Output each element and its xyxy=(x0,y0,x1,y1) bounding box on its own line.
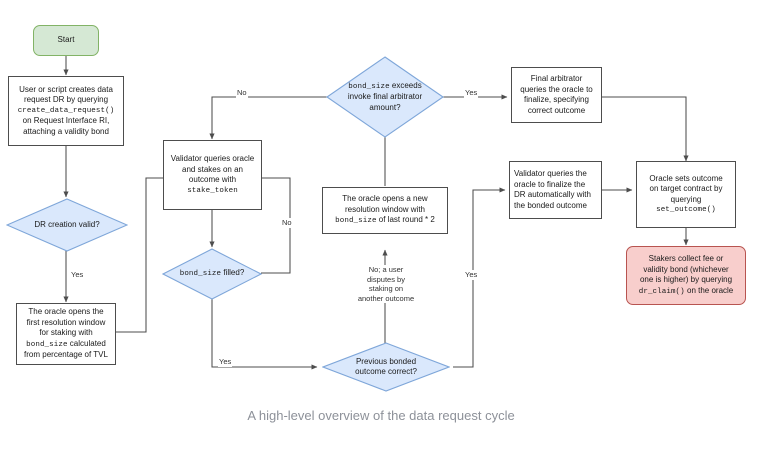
final-arbitrator-line3: finalize, specifying xyxy=(524,95,589,104)
create-request-line4: attaching a validity bond xyxy=(23,126,109,136)
final-arbitrator-line4: correct outcome xyxy=(527,105,586,115)
node-dr-creation-valid[interactable]: DR creation valid? xyxy=(6,198,128,252)
figure-caption: A high-level overview of the data reques… xyxy=(247,408,515,423)
validator-finalize-line4: the bonded outcome xyxy=(514,200,587,210)
node-previous-bonded-outcome-correct[interactable]: Previous bonded outcome correct? xyxy=(322,342,450,392)
edge-label-prev-bonded-yes: Yes xyxy=(464,270,479,280)
first-window-line3: for staking with xyxy=(39,328,93,338)
new-window-line1: The oracle opens a new xyxy=(342,194,428,204)
set-outcome-line2: on target contract by xyxy=(649,184,723,193)
set-outcome-line3: querying xyxy=(670,194,702,204)
first-window-line5: from percentage of TVL xyxy=(24,350,108,360)
node-create-data-request[interactable]: User or script creates data request DR b… xyxy=(8,76,124,146)
validator-finalize-line1: Validator queries the xyxy=(514,169,587,178)
stakers-collect-line4: on the oracle xyxy=(684,285,734,295)
node-start[interactable]: Start xyxy=(33,25,99,56)
bond-exceeds-line3: amount? xyxy=(369,102,401,112)
final-arbitrator-line2: queries the oracle to xyxy=(520,84,593,94)
node-start-label: Start xyxy=(57,35,75,45)
final-arbitrator-line1: Final arbitrator xyxy=(530,74,583,83)
validator-stakes-line3: outcome with xyxy=(188,175,237,184)
diamond-shape xyxy=(6,198,128,252)
prev-bonded-no-line1: No; a user xyxy=(368,265,404,274)
new-window-code: bond_size xyxy=(335,217,377,226)
new-window-line3: of last round * 2 xyxy=(376,215,435,225)
stakers-collect-line1: Stakers collect fee or xyxy=(648,254,724,263)
bond-exceeds-line2: invoke final arbitrator xyxy=(347,92,423,102)
validator-finalize-line2: oracle to finalize the xyxy=(514,179,586,189)
edge-label-dr-valid-yes: Yes xyxy=(70,270,85,280)
bond-exceeds-line1: exceeds xyxy=(389,80,422,90)
prev-bonded-line2: outcome correct? xyxy=(355,367,417,376)
bond-filled-label: filled? xyxy=(221,268,245,278)
edge-label-bond-filled-yes: Yes xyxy=(218,357,233,367)
create-request-line1: User or script creates data xyxy=(19,84,113,94)
set-outcome-code: set_outcome() xyxy=(656,206,716,214)
set-outcome-line1: Oracle sets outcome xyxy=(649,173,723,183)
create-request-line3: on Request Interface RI, xyxy=(22,116,110,126)
create-request-code: create_data_request() xyxy=(17,106,115,115)
prev-bonded-no-line4: another outcome xyxy=(357,293,415,303)
bond-exceeds-code: bond_size xyxy=(348,82,390,91)
diamond-shape xyxy=(162,248,262,300)
prev-bonded-line1: Previous bonded xyxy=(355,356,417,366)
edge-label-bond-exceeds-yes: Yes xyxy=(464,88,479,98)
stakers-collect-line2: validity bond (whichever xyxy=(643,264,729,274)
bond-filled-code: bond_size xyxy=(179,270,222,279)
stakers-collect-code: dr_claim() xyxy=(638,287,685,296)
diamond-shape xyxy=(322,342,450,392)
dr-valid-label: DR creation valid? xyxy=(34,219,100,229)
first-window-line4: calculated xyxy=(67,338,106,348)
node-bond-size-filled[interactable]: bond_size filled? xyxy=(162,248,262,300)
first-window-line1: The oracle opens the xyxy=(28,307,104,317)
node-new-resolution-window[interactable]: The oracle opens a new resolution window… xyxy=(322,187,448,234)
node-oracle-set-outcome[interactable]: Oracle sets outcome on target contract b… xyxy=(636,161,736,228)
node-bond-size-exceeds-arbitrator[interactable]: bond_size exceeds invoke final arbitrato… xyxy=(326,56,444,138)
node-first-resolution-window[interactable]: The oracle opens the first resolution wi… xyxy=(16,303,116,365)
node-final-arbitrator[interactable]: Final arbitrator queries the oracle to f… xyxy=(511,67,602,123)
validator-stakes-code: stake_token xyxy=(187,186,238,195)
validator-stakes-line1: Validator queries oracle xyxy=(170,154,255,163)
prev-bonded-no-line2: disputes by xyxy=(367,274,405,284)
first-window-line2: first resolution window xyxy=(26,317,106,327)
node-stakers-collect[interactable]: Stakers collect fee or validity bond (wh… xyxy=(626,246,746,305)
create-request-line2: request DR by querying xyxy=(23,95,109,105)
prev-bonded-no-line3: staking on xyxy=(368,284,404,293)
validator-finalize-line3: DR automatically with xyxy=(514,190,591,199)
stakers-collect-line3: one is higher) by querying xyxy=(639,275,733,284)
edge-label-prev-bonded-no: No; a user disputes by staking on anothe… xyxy=(348,265,424,303)
first-window-code: bond_size xyxy=(26,340,68,349)
validator-stakes-line2: and stakes on an xyxy=(182,164,243,174)
node-validator-stakes[interactable]: Validator queries oracle and stakes on a… xyxy=(163,140,262,210)
edge-label-bond-exceeds-no: No xyxy=(236,88,248,98)
new-window-line2: resolution window with xyxy=(344,204,426,214)
diamond-shape xyxy=(326,56,444,138)
edge-label-bond-filled-no: No xyxy=(281,218,293,228)
node-validator-finalize[interactable]: Validator queries the oracle to finalize… xyxy=(509,161,602,219)
